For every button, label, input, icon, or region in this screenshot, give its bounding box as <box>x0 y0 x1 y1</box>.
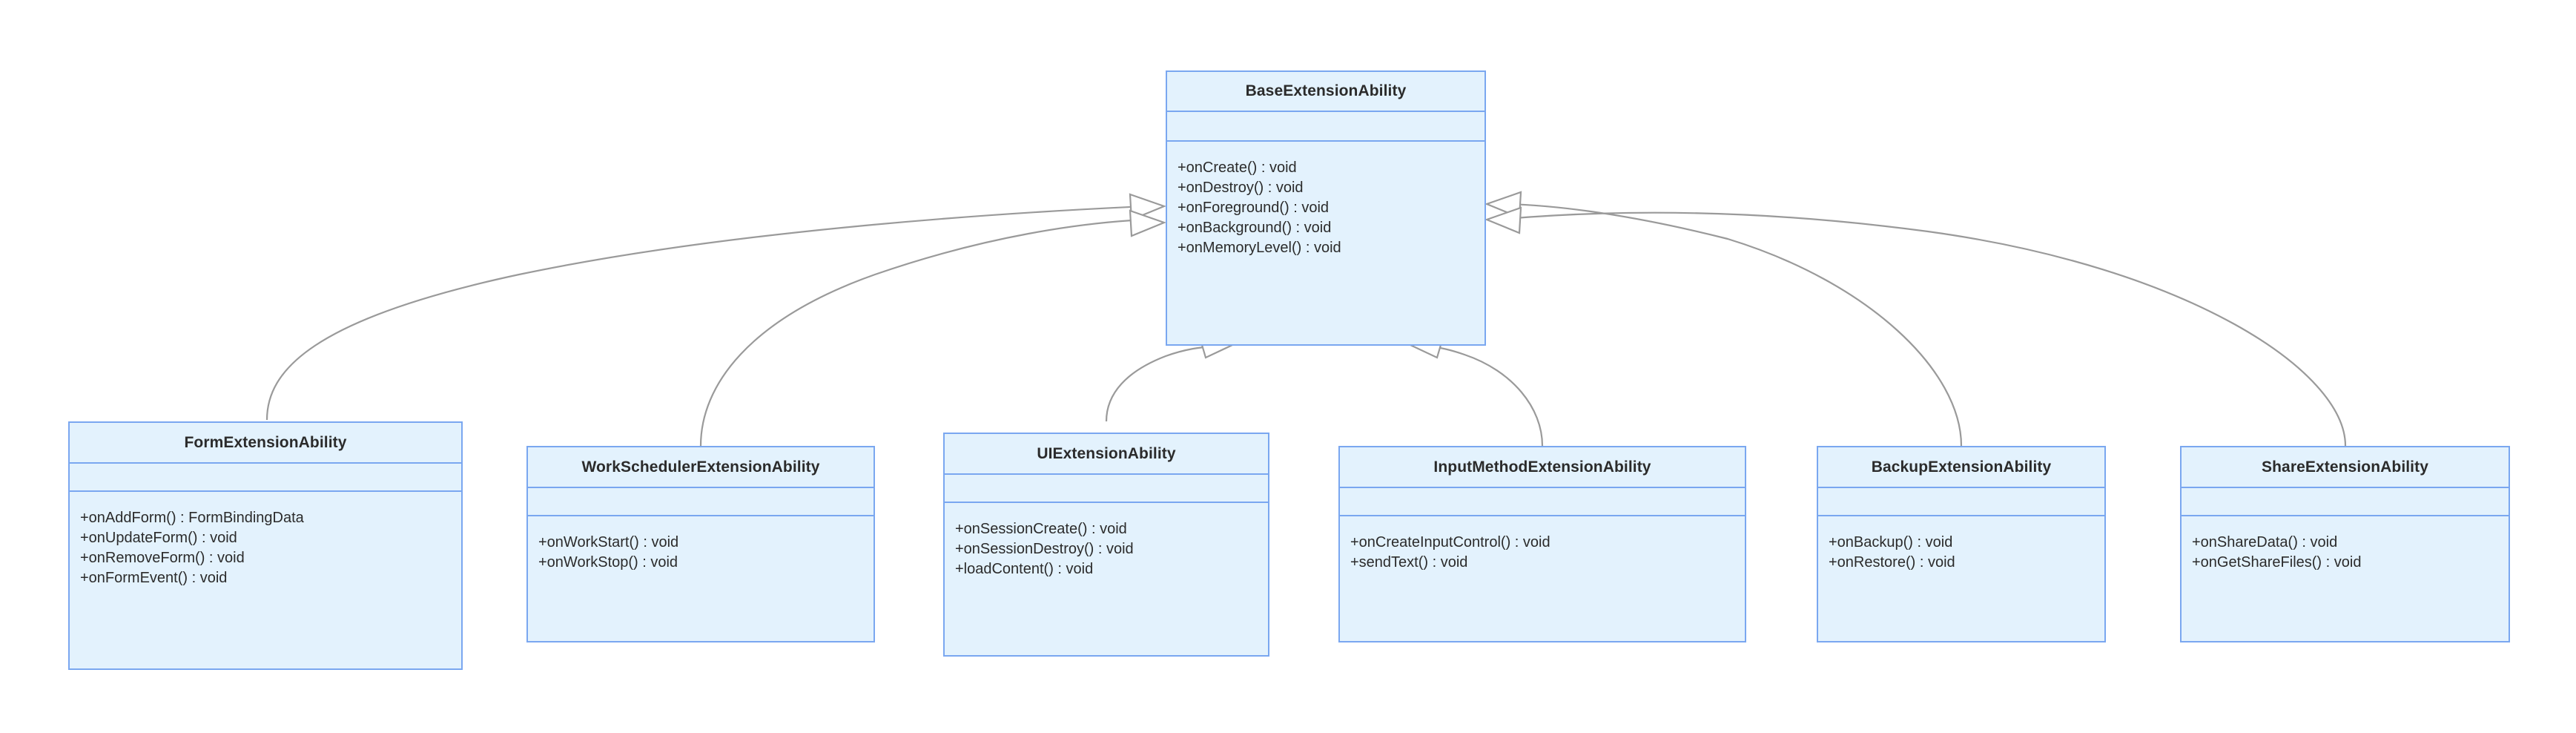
generalization-arrowhead <box>1129 209 1167 237</box>
generalization-arrowhead <box>1484 206 1522 234</box>
class-box-input-method-extension-ability[interactable]: InputMethodExtensionAbility +onCreateInp… <box>1338 446 1746 642</box>
edge-form-to-base <box>265 205 1146 421</box>
class-method-item: +onRestore() : void <box>1829 554 1955 571</box>
class-method-item: +onShareData() : void <box>2192 534 2338 550</box>
class-title-section: UIExtensionAbility <box>945 434 1268 475</box>
class-method-item: +onSessionCreate() : void <box>955 521 1127 537</box>
class-name-label: ShareExtensionAbility <box>2262 458 2428 476</box>
edge-backup-to-base <box>1505 203 1963 447</box>
class-method-item: +onCreateInputControl() : void <box>1350 534 1550 550</box>
class-attributes-section <box>70 464 461 492</box>
class-method-item: +onAddForm() : FormBindingData <box>80 510 304 526</box>
class-title-section: BaseExtensionAbility <box>1167 72 1484 112</box>
class-title-section: ShareExtensionAbility <box>2182 447 2509 488</box>
class-title-section: InputMethodExtensionAbility <box>1340 447 1745 488</box>
class-method-item: +onGetShareFiles() : void <box>2192 554 2362 571</box>
class-attributes-section <box>945 475 1268 503</box>
class-box-base-extension-ability[interactable]: BaseExtensionAbility +onCreate() : void … <box>1166 70 1486 346</box>
edge-inputmethod-to-base <box>1429 345 1544 447</box>
class-attributes-section <box>1818 488 2104 516</box>
class-method-item: +onBackup() : void <box>1829 534 1953 550</box>
edge-share-to-base <box>1505 211 2347 447</box>
class-name-label: BackupExtensionAbility <box>1871 458 2052 476</box>
class-method-item: +onSessionDestroy() : void <box>955 541 1134 557</box>
class-methods-section: +onSessionCreate() : void +onSessionDest… <box>945 503 1268 587</box>
class-method-item: +onForeground() : void <box>1178 200 1330 216</box>
class-name-label: FormExtensionAbility <box>184 433 347 451</box>
class-method-item: +sendText() : void <box>1350 554 1468 571</box>
class-method-item: +onCreate() : void <box>1178 160 1297 176</box>
generalization-arrowhead <box>1484 191 1522 219</box>
class-method-item: +onWorkStop() : void <box>538 554 678 571</box>
class-title-section: BackupExtensionAbility <box>1818 447 2104 488</box>
class-methods-section: +onBackup() : void +onRestore() : void <box>1818 516 2104 580</box>
class-name-label: WorkSchedulerExtensionAbility <box>581 458 820 476</box>
class-method-item: +onRemoveForm() : void <box>80 550 245 566</box>
class-attributes-section <box>528 488 873 516</box>
class-name-label: InputMethodExtensionAbility <box>1433 458 1651 476</box>
class-attributes-section <box>1167 112 1484 142</box>
edge-uiextension-to-base <box>1105 345 1214 422</box>
class-method-item: +loadContent() : void <box>955 561 1094 577</box>
class-methods-section: +onCreateInputControl() : void +sendText… <box>1340 516 1745 580</box>
class-methods-section: +onWorkStart() : void +onWorkStop() : vo… <box>528 516 873 580</box>
class-name-label: UIExtensionAbility <box>1037 444 1176 462</box>
class-box-share-extension-ability[interactable]: ShareExtensionAbility +onShareData() : v… <box>2180 446 2510 642</box>
class-attributes-section <box>1340 488 1745 516</box>
class-box-backup-extension-ability[interactable]: BackupExtensionAbility +onBackup() : voi… <box>1817 446 2106 642</box>
class-attributes-section <box>2182 488 2509 516</box>
class-methods-section: +onCreate() : void +onDestroy() : void +… <box>1167 142 1484 266</box>
generalization-arrowhead <box>1129 193 1167 221</box>
class-box-work-scheduler-extension-ability[interactable]: WorkSchedulerExtensionAbility +onWorkSta… <box>526 446 875 642</box>
class-methods-section: +onAddForm() : FormBindingData +onUpdate… <box>70 492 461 596</box>
class-box-ui-extension-ability[interactable]: UIExtensionAbility +onSessionCreate() : … <box>943 433 1269 657</box>
class-method-item: +onMemoryLevel() : void <box>1178 240 1341 256</box>
class-method-item: +onFormEvent() : void <box>80 570 228 586</box>
edge-workscheduler-to-base <box>699 218 1146 447</box>
class-methods-section: +onShareData() : void +onGetShareFiles()… <box>2182 516 2509 580</box>
class-title-section: FormExtensionAbility <box>70 423 461 464</box>
class-name-label: BaseExtensionAbility <box>1245 82 1407 99</box>
class-method-item: +onDestroy() : void <box>1178 180 1304 196</box>
class-method-item: +onBackground() : void <box>1178 220 1332 236</box>
class-title-section: WorkSchedulerExtensionAbility <box>528 447 873 488</box>
class-box-form-extension-ability[interactable]: FormExtensionAbility +onAddForm() : Form… <box>68 421 463 670</box>
class-method-item: +onWorkStart() : void <box>538 534 679 550</box>
class-method-item: +onUpdateForm() : void <box>80 530 237 546</box>
